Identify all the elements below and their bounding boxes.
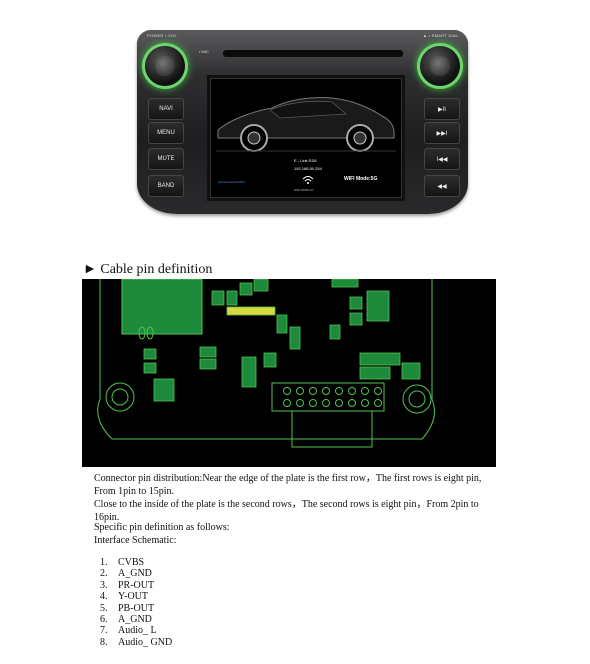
wifi-mode: WIFI Mode:5G [344,176,378,182]
pcb-layout [97,279,435,448]
pcb-diagram [82,279,496,467]
mic-label: • MIC [199,49,209,54]
disc-slot [223,50,403,57]
list-item: 3.PR-OUT [100,579,155,591]
list-item: 2.A_GND [100,568,152,580]
wifi-display-label: WIFI DISPLAY [294,188,314,192]
ip-address: 192.168.50.254 [294,166,322,171]
band-button[interactable]: BAND [148,175,184,197]
car-head-unit: POWER • VOL ▲ • SMART DIAL • MIC NAVI ME… [137,30,468,214]
smart-dial-knob[interactable] [420,46,460,86]
next-track-button[interactable]: ▶▶I [424,122,460,144]
volume-knob[interactable] [145,46,185,86]
play-pause-button[interactable]: ▶II [424,98,460,120]
mute-button[interactable]: MUTE [148,148,184,170]
paragraph-row2: Close to the inside of the plate is the … [94,499,479,523]
wifi-icon [302,176,314,184]
list-item: 8.Audio_ GND [100,636,173,648]
smart-dial-label: ▲ • SMART DIAL [423,33,459,38]
list-item: 5.PB-OUT [100,602,155,614]
pin-list: 1.CVBS 2.A_GND 3.PR-OUT 4.Y-OUT 5.PB-OUT… [100,557,172,648]
list-item: 6.A_GND [100,613,152,625]
section-title: ► Cable pin definition [83,262,213,277]
power-label: POWER • VOL [147,33,178,38]
car-silhouette-icon [216,97,396,152]
display-screen: E - Link:SSA 192.168.50.254 phone/code/1… [207,75,405,201]
link-ssid: E - Link:SSA [294,158,317,163]
menu-button[interactable]: MENU [148,122,184,144]
phone-code: phone/code/1234SC [218,180,246,184]
paragraph-schematic: Interface Schematic: [94,535,177,546]
paragraph-spec: Specific pin definition as follows: [94,522,230,533]
list-item: 1.CVBS [100,557,145,568]
list-item: 7.Audio_ L [100,625,157,637]
navi-button[interactable]: NAVI [148,98,184,120]
rewind-button[interactable]: ◀◀ [424,175,460,197]
list-item: 4.Y-OUT [100,591,148,603]
paragraph-row1: Connector pin distribution:Near the edge… [94,473,482,497]
prev-track-button[interactable]: I◀◀ [424,148,460,170]
